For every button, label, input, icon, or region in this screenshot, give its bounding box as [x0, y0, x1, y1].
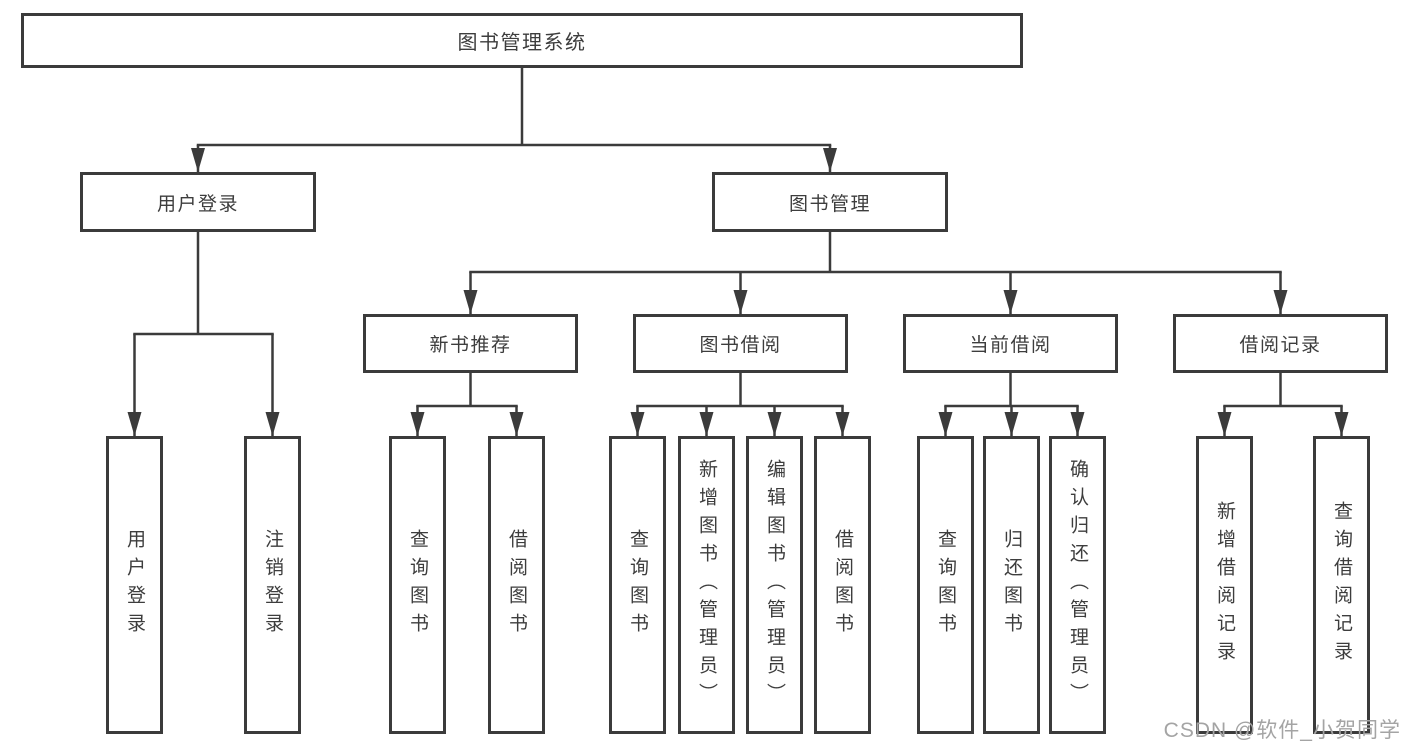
- node-book-management: 图书管理: [712, 172, 948, 232]
- leaf-add-books-admin: 新增图书（管理员）: [678, 436, 735, 734]
- edge-book-borrow-to-leaves: [630, 371, 850, 436]
- edge-user-login-to-leaves: [127, 230, 280, 436]
- edge-current-borrow-to-leaves: [938, 371, 1085, 436]
- node-user-login: 用户登录: [80, 172, 316, 232]
- leaf-query-books-current: 查询图书: [917, 436, 974, 734]
- edge-new-book-recommend-to-leaves: [410, 371, 524, 436]
- leaf-query-borrow-record: 查询借阅记录: [1313, 436, 1370, 734]
- node-new-book-recommend: 新书推荐: [363, 314, 578, 373]
- leaf-user-login: 用户登录: [106, 436, 163, 734]
- node-borrow-records: 借阅记录: [1173, 314, 1388, 373]
- node-current-borrow: 当前借阅: [903, 314, 1118, 373]
- csdn-watermark: CSDN @软件_小贺同学: [1163, 719, 1401, 742]
- leaf-logout: 注销登录: [244, 436, 301, 734]
- leaf-borrow-books-recommend: 借阅图书: [488, 436, 545, 734]
- edge-borrow-records-to-leaves: [1217, 371, 1349, 436]
- node-book-borrow: 图书借阅: [633, 314, 848, 373]
- leaf-query-books-recommend: 查询图书: [389, 436, 446, 734]
- edge-root-to-level1: [191, 66, 837, 172]
- leaf-add-borrow-record: 新增借阅记录: [1196, 436, 1253, 734]
- leaf-confirm-return-admin: 确认归还（管理员）: [1049, 436, 1106, 734]
- leaf-query-books-borrow: 查询图书: [609, 436, 666, 734]
- leaf-return-books: 归还图书: [983, 436, 1040, 734]
- leaf-borrow-books: 借阅图书: [814, 436, 871, 734]
- node-root-library-system: 图书管理系统: [21, 13, 1023, 68]
- edge-book-management-to-level2: [463, 230, 1288, 314]
- leaf-edit-books-admin: 编辑图书（管理员）: [746, 436, 803, 734]
